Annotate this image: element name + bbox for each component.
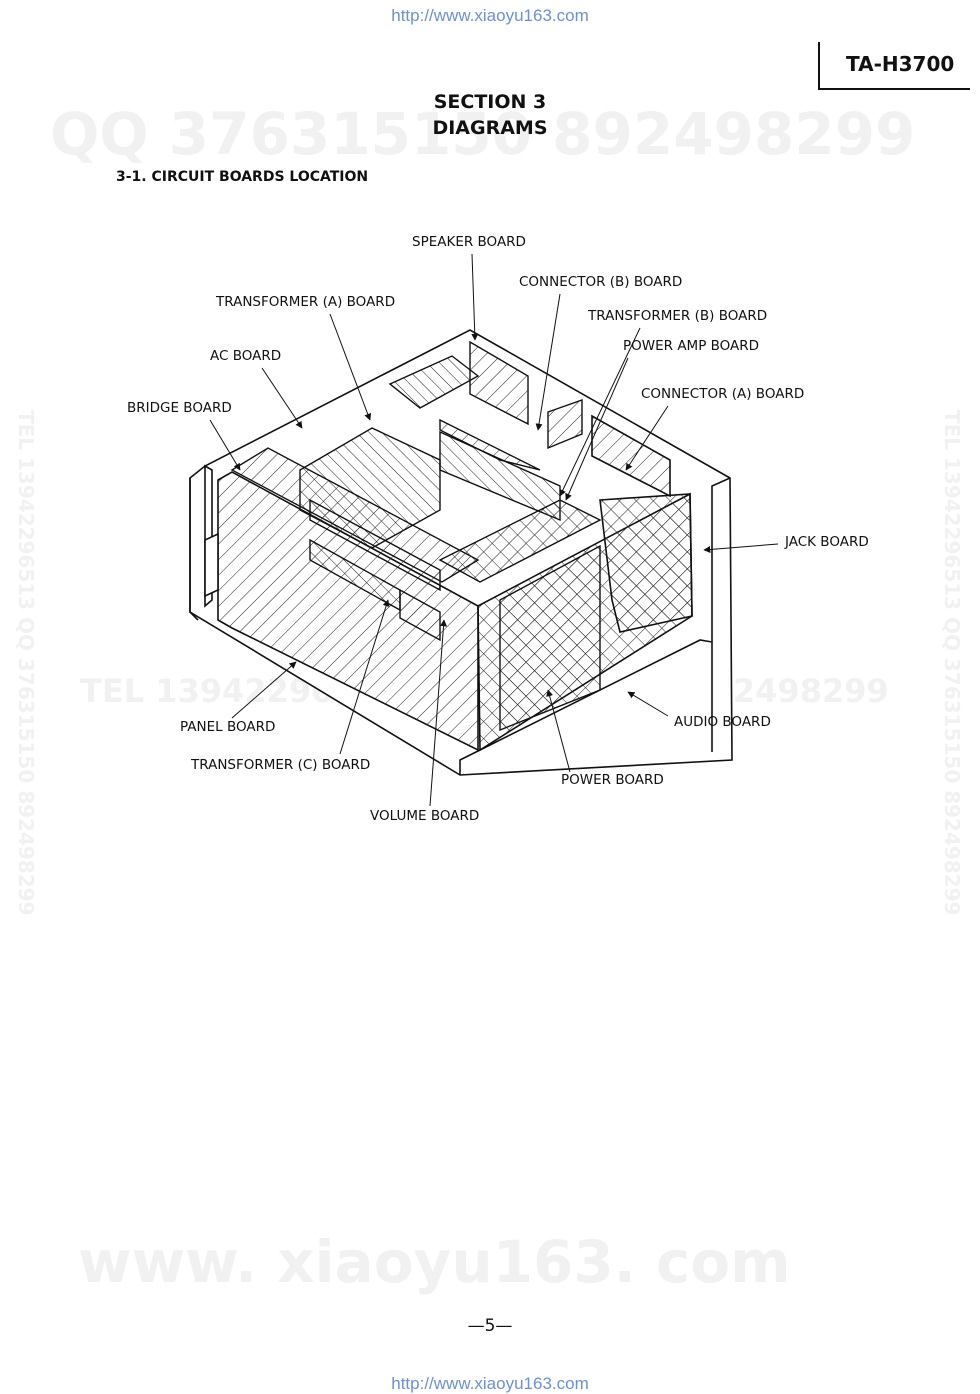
- section-title: SECTION 3 DIAGRAMS: [0, 89, 980, 141]
- label-transformer-c-board: TRANSFORMER (C) BOARD: [191, 757, 371, 773]
- leader-connector-a: [625, 405, 669, 471]
- leader-ac: [261, 367, 303, 429]
- label-transformer-a-board: TRANSFORMER (A) BOARD: [216, 294, 396, 310]
- label-power-amp-board: POWER AMP BOARD: [623, 338, 760, 354]
- section-name: DIAGRAMS: [432, 117, 548, 139]
- label-connector-a-board: CONNECTOR (A) BOARD: [641, 386, 805, 402]
- front-panel: [204, 471, 479, 752]
- leader-speaker: [471, 253, 479, 341]
- label-speaker-board: SPEAKER BOARD: [412, 234, 526, 250]
- label-transformer-b-board: TRANSFORMER (B) BOARD: [588, 308, 768, 324]
- leader-panel: [231, 661, 297, 719]
- label-bridge-board: BRIDGE BOARD: [127, 400, 232, 416]
- label-panel-board: PANEL BOARD: [180, 719, 276, 735]
- watermark-qq: QQ 376315150 892498299: [50, 100, 916, 168]
- leader-connector-b: [535, 293, 561, 431]
- label-jack-board: JACK BOARD: [785, 534, 869, 550]
- label-ac-board: AC BOARD: [210, 348, 282, 364]
- leader-transformer-a: [329, 313, 372, 421]
- leader-transformer-c: [339, 599, 390, 755]
- label-audio-board: AUDIO BOARD: [674, 714, 771, 730]
- leader-lines: [209, 253, 779, 807]
- leader-volume: [429, 619, 448, 807]
- leader-transformer-b: [559, 327, 641, 497]
- page-number: —5—: [467, 1316, 513, 1336]
- label-connector-b-board: CONNECTOR (B) BOARD: [519, 274, 683, 290]
- label-power-board: POWER BOARD: [561, 772, 664, 788]
- watermark-www: www. xiaoyu163. com: [78, 1228, 791, 1296]
- leader-bridge: [209, 419, 241, 471]
- leader-power: [546, 689, 571, 773]
- leader-audio: [627, 691, 669, 717]
- leader-jack: [703, 543, 779, 553]
- model-number: TA-H3700: [846, 52, 955, 76]
- model-box: [818, 42, 970, 90]
- label-volume-board: VOLUME BOARD: [370, 808, 480, 824]
- source-url-bottom[interactable]: http://www.xiaoyu163.com: [391, 1374, 589, 1393]
- watermark-side-left: TEL 13942296513 QQ 376315150 892498299: [14, 410, 38, 916]
- watermark-side-right: TEL 13942296513 QQ 376315150 892498299: [940, 410, 964, 916]
- source-url-top[interactable]: http://www.xiaoyu163.com: [391, 6, 589, 25]
- interior-boards: [230, 340, 602, 732]
- subheading: 3-1. CIRCUIT BOARDS LOCATION: [116, 169, 369, 185]
- leader-power-amp: [565, 357, 629, 501]
- section-number: SECTION 3: [433, 91, 547, 113]
